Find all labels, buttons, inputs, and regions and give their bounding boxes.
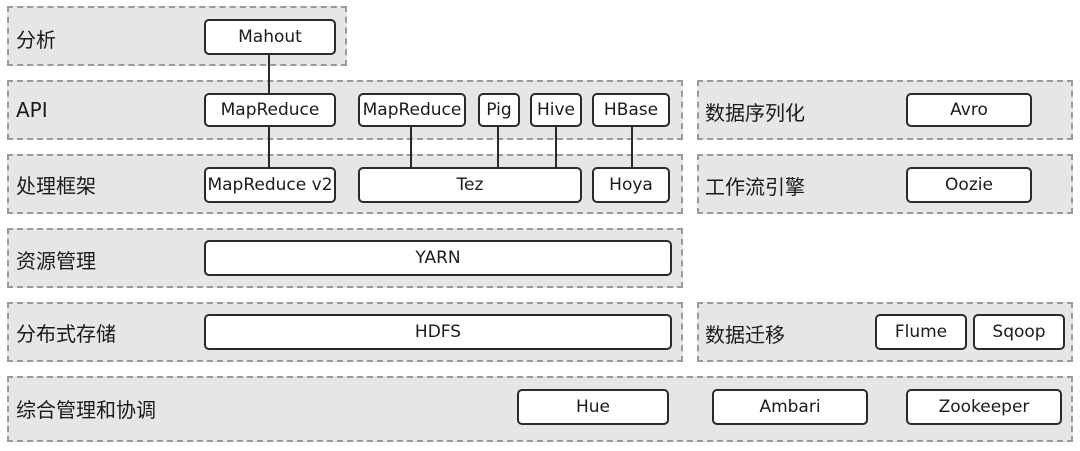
node-mapreduce-api-2: MapReduce [358,93,466,127]
node-zookeeper: Zookeeper [906,389,1062,425]
label-api: API [16,98,48,122]
node-hue: Hue [517,389,669,425]
label-migration: 数据迁移 [705,323,785,347]
connector-mahout-mapreduce [268,55,270,93]
node-mapreduce-v2: MapReduce v2 [204,167,336,203]
node-mapreduce-api: MapReduce [204,93,336,127]
connector-mapreduce-v2 [268,127,270,167]
node-hive: Hive [530,93,582,127]
label-storage: 分布式存储 [16,322,116,346]
label-resource: 资源管理 [16,249,96,273]
node-hbase: HBase [592,93,670,127]
node-tez: Tez [358,167,582,203]
connector-pig-tez [497,127,499,167]
node-pig: Pig [478,93,520,127]
node-mahout: Mahout [204,19,336,55]
connector-mapreduce2-tez [410,127,412,167]
label-analysis: 分析 [16,28,56,52]
node-yarn: YARN [204,240,672,276]
node-oozie: Oozie [906,167,1032,203]
node-sqoop: Sqoop [973,314,1065,350]
node-avro: Avro [906,93,1032,127]
node-hoya: Hoya [592,167,670,203]
label-serialization: 数据序列化 [705,101,805,125]
label-workflow: 工作流引擎 [705,175,805,199]
node-ambari: Ambari [712,389,868,425]
node-flume: Flume [875,314,967,350]
label-framework: 处理框架 [16,174,96,198]
node-hdfs: HDFS [204,314,672,350]
label-coordination: 综合管理和协调 [16,398,156,422]
connector-hbase-hoya [631,127,633,167]
connector-hive-tez [555,127,557,167]
